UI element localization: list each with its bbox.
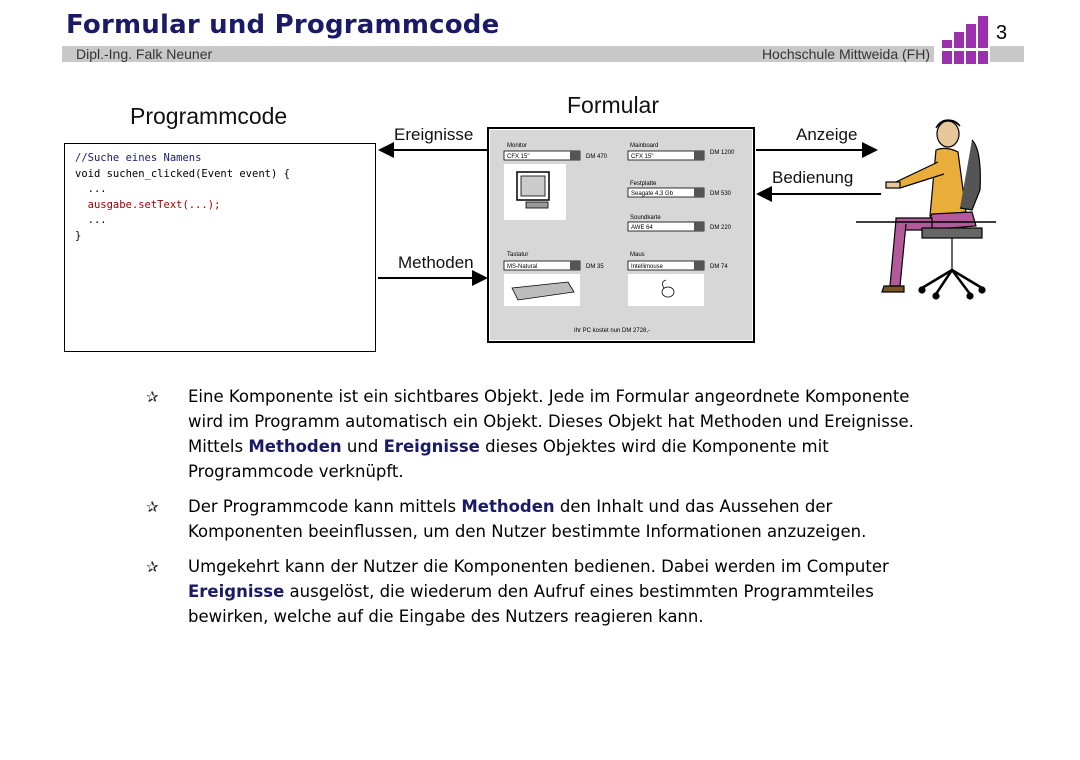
bullet-item: ✰ Eine Komponente ist ein sichtbares Obje… — [140, 384, 940, 484]
university-logo-icon — [942, 16, 988, 64]
form-heading: Formular — [567, 92, 660, 118]
bullet-text: den Inhalt und das Aussehen der Komponen… — [188, 497, 867, 541]
svg-text:DM 1200: DM 1200 — [710, 150, 735, 156]
svg-text:Festplatte: Festplatte — [630, 181, 657, 187]
svg-text:DM 530: DM 530 — [710, 191, 732, 197]
display-arrow-label: Anzeige — [796, 125, 857, 144]
institution-label: Hochschule Mittweida (FH) — [761, 46, 930, 62]
bullet-text: ausgelöst, die wiederum den Aufruf eines… — [188, 582, 874, 626]
slide-number: 3 — [996, 22, 1008, 44]
form-diagram: Ereignisse Methoden Anzeige Bedienung Mo… — [378, 119, 996, 343]
svg-text:Soundkarte: Soundkarte — [630, 215, 661, 221]
star-bullet-icon: ✰ — [146, 498, 159, 516]
operation-arrow-label: Bedienung — [772, 168, 853, 187]
code-line: void suchen_clicked(Event event) { — [75, 167, 290, 180]
code-line: ... — [75, 214, 107, 226]
bullet-text: Der Programmcode kann mittels — [188, 497, 462, 516]
code-line: } — [75, 229, 82, 242]
header-bar — [62, 46, 934, 62]
svg-text:Ihr PC kostet nun DM 2728,-: Ihr PC kostet nun DM 2728,- — [574, 328, 650, 334]
code-box: //Suche eines Namens void suchen_clicked… — [64, 143, 376, 352]
svg-text:Intellimouse: Intellimouse — [631, 264, 664, 270]
svg-text:DM 35: DM 35 — [586, 264, 604, 270]
bullet-text: Eine Komponente ist ein sichtbares Objek… — [188, 387, 914, 456]
bullet-text: Umgekehrt kann der Nutzer die Komponente… — [188, 557, 889, 576]
slide-title: Formular und Programmcode — [66, 10, 500, 40]
svg-text:Tastatur: Tastatur — [507, 252, 528, 258]
bullet-keyword: Ereignisse — [188, 582, 285, 601]
bullet-list: ✰ Eine Komponente ist ein sichtbares Obje… — [140, 384, 940, 639]
header-bar-end — [990, 46, 1024, 62]
svg-text:CFX 15": CFX 15" — [507, 154, 529, 160]
bullet-item: ✰Der Programmcode kann mittels Methoden … — [140, 494, 940, 544]
code-line: //Suche eines Namens — [75, 152, 202, 164]
code-line: ausgabe.setText(...); — [75, 198, 221, 211]
svg-text:Monitor: Monitor — [507, 143, 527, 149]
svg-text:Seagate 4,3 Gb: Seagate 4,3 Gb — [631, 191, 674, 197]
svg-text:DM 470: DM 470 — [586, 154, 608, 160]
svg-text:Mainboard: Mainboard — [630, 143, 658, 149]
star-bullet-icon: ✰ — [146, 388, 159, 406]
user-figure-icon — [856, 119, 996, 300]
code-line: ... — [75, 183, 107, 195]
events-arrow-label: Ereignisse — [394, 125, 473, 144]
svg-text:DM 220: DM 220 — [710, 225, 732, 231]
bullet-text: und — [341, 437, 384, 456]
bullet-keyword: Ereignisse — [383, 437, 480, 456]
bullet-item: ✰ Umgekehrt kann der Nutzer die Komponent… — [140, 554, 940, 629]
svg-text:CFX 15": CFX 15" — [631, 154, 653, 160]
bullet-keyword: Methoden — [248, 437, 342, 456]
code-heading: Programmcode — [130, 103, 288, 129]
author-label: Dipl.-Ing. Falk Neuner — [76, 46, 213, 62]
svg-text:AWE 64: AWE 64 — [631, 225, 653, 231]
bullet-keyword: Methoden — [461, 497, 555, 516]
bullet-text: dieses Objektes wird die Komponente mit … — [188, 437, 829, 481]
methods-arrow-label: Methoden — [398, 253, 474, 272]
svg-text:MS-Natural: MS-Natural — [507, 264, 537, 270]
form-mockup: Monitor CFX 15" DM 470 Mainboard CFX 15"… — [487, 127, 755, 343]
star-bullet-icon: ✰ — [146, 558, 159, 576]
svg-text:Maus: Maus — [630, 252, 645, 258]
svg-text:DM 74: DM 74 — [710, 264, 728, 270]
